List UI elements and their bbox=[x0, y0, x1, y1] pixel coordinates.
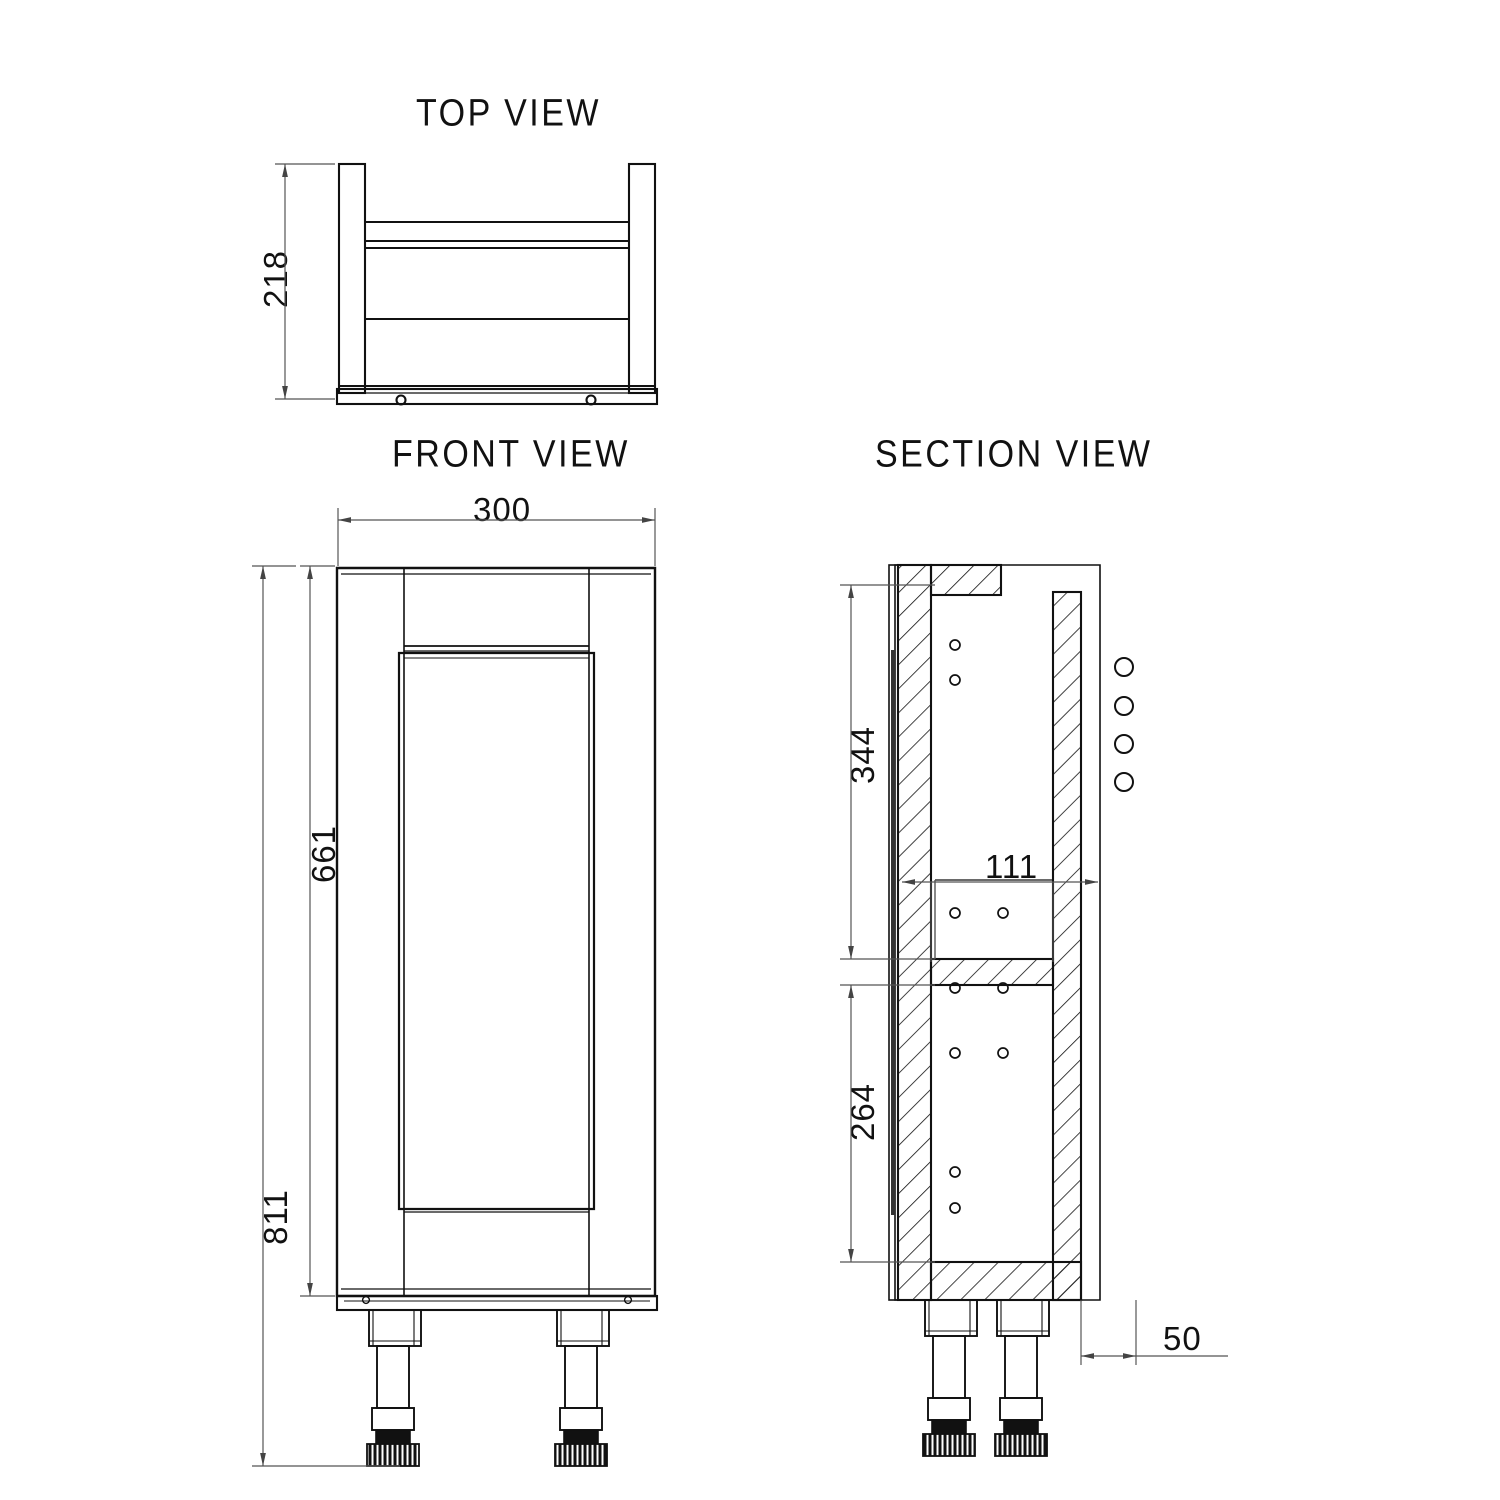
section-dowel-hole-8 bbox=[997, 1047, 1009, 1059]
section-view-bottom-panel bbox=[929, 1260, 1083, 1302]
top-view-right-side-panel bbox=[627, 162, 657, 395]
section-view-leg-right bbox=[994, 1299, 1050, 1457]
top-view-dimension-218 bbox=[275, 163, 335, 400]
section-view-door-panel bbox=[1051, 590, 1083, 1302]
section-dowel-hole-7 bbox=[949, 1047, 961, 1059]
section-dowel-hole-6 bbox=[997, 982, 1009, 994]
leg-left-collar bbox=[371, 1407, 415, 1431]
top-view-left-side-panel bbox=[337, 162, 367, 395]
section-leg-right-collar bbox=[999, 1397, 1043, 1421]
front-view-carcass-outline bbox=[335, 566, 657, 1298]
section-leg-left-shaft bbox=[932, 1335, 966, 1399]
front-view-title: FRONT VIEW bbox=[392, 433, 630, 476]
top-view-front-pad-right bbox=[585, 394, 597, 406]
section-dowel-hole-5 bbox=[949, 982, 961, 994]
section-dowel-hole-4 bbox=[997, 907, 1009, 919]
front-view-geometry bbox=[335, 566, 659, 1467]
leg-right-shaft bbox=[564, 1345, 598, 1409]
front-view-leg-left bbox=[366, 1309, 422, 1467]
front-view-base-pad-right bbox=[623, 1295, 633, 1305]
section-leg-left-knurled-foot bbox=[922, 1433, 976, 1457]
section-view-dimension-264 bbox=[840, 984, 935, 1263]
section-hinge-hole-1 bbox=[1114, 657, 1134, 677]
section-dowel-hole-3 bbox=[949, 907, 961, 919]
section-dowel-hole-9 bbox=[949, 1166, 961, 1178]
section-view-leg-left bbox=[922, 1299, 978, 1457]
front-view-dimension-300 bbox=[337, 508, 656, 566]
section-leg-right-knurled-foot bbox=[994, 1433, 1048, 1457]
front-view-leg-right bbox=[554, 1309, 610, 1467]
front-view-base-pad-left bbox=[361, 1295, 371, 1305]
section-dowel-hole-2 bbox=[949, 674, 961, 686]
top-view-title: TOP VIEW bbox=[416, 92, 602, 135]
section-view-geometry bbox=[888, 563, 1134, 1457]
top-view-front-pad-left bbox=[395, 394, 407, 406]
dim-section-shelf: 111 bbox=[985, 848, 1039, 885]
leg-right-collar bbox=[559, 1407, 603, 1431]
section-view-top-panel bbox=[929, 563, 1003, 597]
section-hinge-hole-2 bbox=[1114, 696, 1134, 716]
section-view-dimension-111 bbox=[902, 879, 1098, 962]
top-view-geometry bbox=[335, 162, 659, 406]
leg-left-shaft bbox=[376, 1345, 410, 1409]
dim-section-setback: 50 bbox=[1163, 1320, 1202, 1357]
front-view-dimension-811 bbox=[252, 565, 400, 1467]
leg-left-knurled-foot bbox=[366, 1443, 420, 1467]
section-view-dimension-344 bbox=[840, 584, 935, 960]
front-view-door-panel bbox=[397, 651, 596, 1211]
front-view-base-rail bbox=[335, 1294, 659, 1312]
section-dowel-hole-10 bbox=[949, 1202, 961, 1214]
section-dowel-hole-1 bbox=[949, 639, 961, 651]
section-view-title: SECTION VIEW bbox=[875, 433, 1153, 476]
leg-right-knurled-foot bbox=[554, 1443, 608, 1467]
section-view-shelf bbox=[929, 957, 1055, 987]
section-hinge-hole-4 bbox=[1114, 772, 1134, 792]
front-view-dimension-661 bbox=[300, 565, 335, 1297]
section-hinge-hole-3 bbox=[1114, 734, 1134, 754]
top-view-front-door-panel bbox=[335, 387, 659, 406]
section-leg-right-shaft bbox=[1004, 1335, 1038, 1399]
section-view-left-wall bbox=[896, 563, 933, 1302]
section-view-dimension-50 bbox=[1080, 1300, 1228, 1365]
section-leg-left-collar bbox=[927, 1397, 971, 1421]
